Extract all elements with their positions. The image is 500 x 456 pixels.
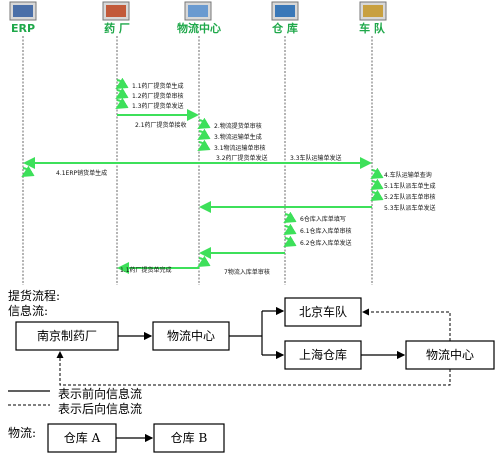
node-nanjing-label: 南京制药厂 [37,328,97,343]
info-flow-boxes: 南京制药厂 物流中心 北京车队 上海仓库 物流中心 [15,297,495,370]
self-loop-6 [283,211,297,224]
msg-label: 6仓库入库单填写 [300,215,346,223]
fleet-screen [363,5,383,17]
node-nanjing-box [15,321,119,351]
msg-label: 1.2药厂提货单审核 [132,92,184,100]
factory-screen [106,5,126,17]
self-loop-5-1 [370,178,384,191]
participant-factory: 药 厂 [102,1,130,35]
msg-label: 2.物流提货单审核 [214,122,262,130]
node-wuliu1-box [152,321,230,351]
msg-label: 6.2仓库入库单发送 [300,239,352,247]
self-loop-1-1 [115,77,129,90]
msg-label: 5.3车队派车单发送 [384,204,436,212]
node-wuliu2-label: 物流中心 [426,347,474,362]
erp-screen [13,5,33,17]
msg-label: 1.1药厂提货单完成 [120,266,172,274]
material-flow: 仓库 A 仓库 B [47,423,225,453]
msg-label: 3.1物流运输单审核 [214,144,266,152]
msg-label: 3.3车队运输单发送 [290,154,342,162]
participant-warehouse: 仓 库 [271,1,299,35]
node-shanghai-label: 上海仓库 [299,347,347,362]
msg-label: 4.1ERP销货单生成 [56,169,107,177]
node-wuliu1-label: 物流中心 [167,328,215,343]
self-loop-7 [197,255,211,268]
self-loop-4 [370,167,384,180]
node-beijing-label: 北京车队 [299,304,347,319]
msg-label: 5.2车队派车单审核 [384,193,436,201]
msg-label: 1.3药厂提货单发送 [132,102,184,110]
node-warehouse-a-box [47,423,117,453]
participant-label-factory: 药 厂 [104,21,130,35]
self-loop-6-2 [283,235,297,248]
node-warehouse-b-label: 仓库 B [171,430,208,445]
legend-forward-label: 表示前向信息流 [58,386,142,401]
self-loop-3-1 [197,139,211,152]
message-labels: 1.1药厂提货单生成 1.2药厂提货单审核 1.3药厂提货单发送 2.1药厂提货… [56,82,436,276]
msg-label: 7物流入库单审核 [224,268,270,276]
participant-fleet: 车 队 [359,1,387,35]
self-loop-1-3 [115,97,129,110]
self-loop-5-2 [370,189,384,202]
info-flow-backward-arrows [56,308,451,386]
participant-label-logistics: 物流中心 [177,21,221,35]
flow-title-info: 信息流: [8,303,48,318]
warehouse-screen [275,5,295,17]
msg-label: 5.1车队派车单生成 [384,182,436,190]
flow-title-material: 物流: [8,426,36,440]
info-flow-forward-arrows [118,306,406,360]
legend-backward-label: 表示后向信息流 [58,401,142,416]
msg-label: 6.1仓库入库单审核 [300,227,352,235]
legend: 表示前向信息流 表示后向信息流 [8,386,142,416]
self-loop-4-1 [21,165,35,178]
flow-title-pickup: 提货流程: [8,288,60,303]
self-loop-6-1 [283,223,297,236]
participant-label-warehouse: 仓 库 [271,21,298,35]
msg-label: 2.1药厂提货单接收 [135,121,187,129]
self-loop-2 [197,117,211,130]
arrow-wuliu2-beijing [362,308,451,341]
msg-label: 1.1药厂提货单生成 [132,82,184,90]
node-warehouse-b-box [153,423,225,453]
msg-label: 3.物流运输单生成 [214,133,262,141]
self-loop-1-2 [115,87,129,100]
participant-label-fleet: 车 队 [359,21,386,35]
node-shanghai-box [284,340,362,370]
msg-label: 4.车队运输单查询 [384,171,432,179]
self-loop-3 [197,128,211,141]
participant-label-erp: ERP [11,22,35,35]
participant-logistics: 物流中心 [177,1,221,35]
message-arrows [21,77,384,274]
msg-label: 3.2药厂提货单发送 [216,154,268,162]
node-warehouse-a-label: 仓库 A [64,430,101,445]
node-beijing-box [284,297,362,327]
arrow-wuliu2-nanjing [56,351,451,386]
participant-erp: ERP [9,1,37,35]
logistics-screen [188,5,208,17]
